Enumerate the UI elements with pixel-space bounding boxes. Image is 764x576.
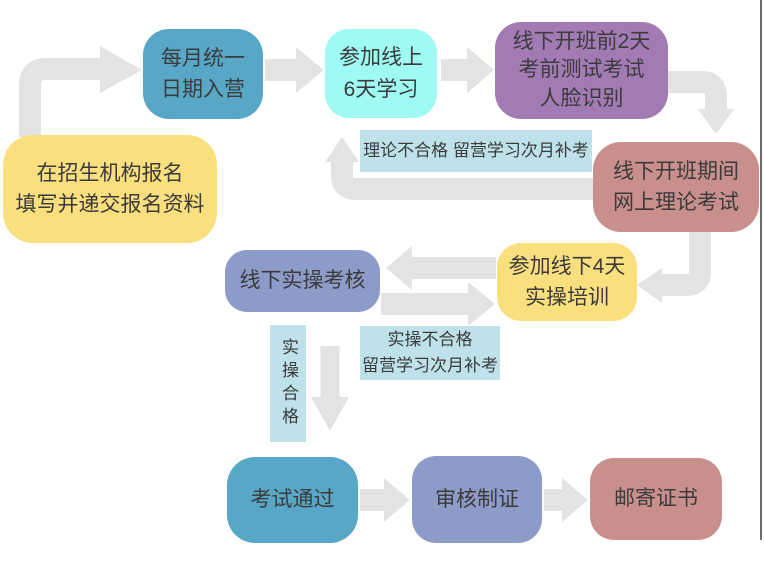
node-pretest-face-id: 线下开班前2天 考前测试考试 人脸识别 [495, 22, 668, 119]
node-exam-passed-line1: 考试通过 [250, 488, 335, 512]
node-pretest-line2: 考前测试考试 [518, 58, 645, 82]
arrow-pass-to-cert [360, 478, 410, 522]
node-register: 在招生机构报名 填写并递交报名资料 [3, 135, 217, 243]
node-camp-entry: 每月统一 日期入营 [143, 29, 263, 119]
node-register-line1: 在招生机构报名 [36, 161, 184, 185]
node-theory-exam-line1: 线下开班期间 [613, 159, 739, 183]
arrow-cert-to-mail [544, 478, 588, 522]
page-right-border-line [760, 0, 762, 540]
node-register-line2: 填写并递交报名资料 [15, 193, 205, 216]
label-practical-fail-line2: 留营学习次月补考 [362, 356, 498, 375]
label-theory-fail: 理论不合格 留营学习次月补考 [360, 130, 592, 172]
node-exam-passed: 考试通过 [227, 457, 358, 543]
node-pretest-line3: 人脸识别 [539, 86, 624, 110]
label-practical-fail: 实操不合格 留营学习次月补考 [360, 326, 500, 380]
node-camp-entry-line2: 日期入营 [161, 78, 245, 101]
arrow-entry-to-online [265, 47, 324, 93]
node-practical-training-line2: 实操培训 [525, 286, 609, 309]
arrow-assess-to-training-retake [381, 282, 495, 326]
node-practical-assessment: 线下实操考核 [225, 250, 380, 312]
arrow-assess-to-pass [311, 346, 349, 431]
node-theory-exam: 线下开班期间 网上理论考试 [593, 142, 759, 232]
node-camp-entry-line1: 每月统一 [161, 46, 245, 70]
arrow-online-to-pretest [441, 47, 494, 93]
node-certificate-review: 审核制证 [412, 456, 542, 543]
node-practical-training-line1: 参加线下4天 [508, 254, 626, 278]
arrow-theory-to-online-retake [325, 137, 596, 200]
arrow-register-to-entry [19, 46, 142, 137]
node-certificate-review-line1: 审核制证 [435, 487, 519, 511]
node-theory-exam-line2: 网上理论考试 [613, 191, 739, 214]
node-mail-certificate-line1: 邮寄证书 [614, 487, 698, 511]
node-practical-training: 参加线下4天 实操培训 [497, 243, 637, 321]
node-pretest-line1: 线下开班前2天 [512, 29, 651, 53]
label-practical-fail-line1: 实操不合格 [387, 329, 473, 349]
label-practical-pass: 实操合格 [270, 325, 306, 442]
node-online-study-line1: 参加线上 [339, 46, 423, 69]
node-mail-certificate: 邮寄证书 [590, 458, 722, 540]
arrow-training-to-assess [386, 246, 496, 290]
node-online-study: 参加线上 6天学习 [325, 29, 437, 118]
arrow-theory-to-training [637, 232, 711, 303]
node-practical-assessment-line1: 线下实操考核 [239, 269, 366, 293]
node-online-study-line2: 6天学习 [343, 77, 419, 101]
arrow-pretest-to-theory [666, 71, 734, 134]
